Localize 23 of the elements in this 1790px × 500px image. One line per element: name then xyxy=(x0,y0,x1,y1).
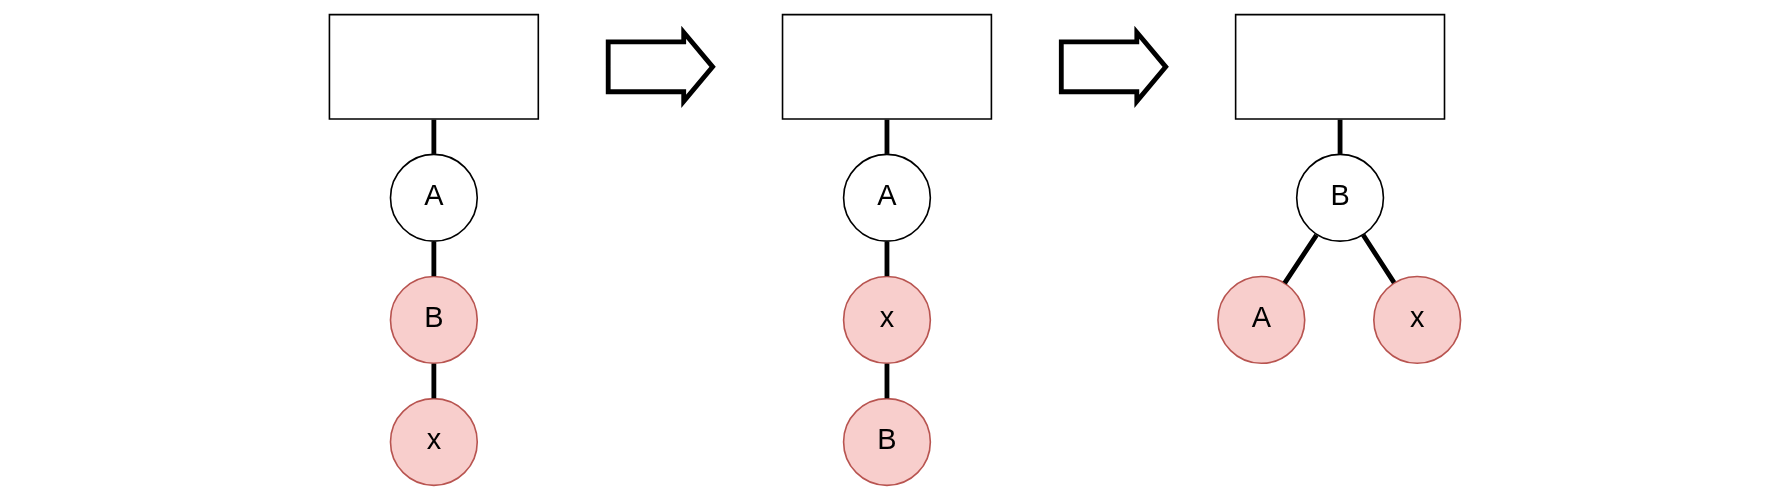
node-circle: x xyxy=(842,275,932,365)
connector xyxy=(431,241,437,277)
connector xyxy=(1361,233,1397,284)
connector xyxy=(884,119,890,154)
node-circle: B xyxy=(389,275,479,365)
connector xyxy=(431,363,437,399)
node-box xyxy=(781,13,993,120)
node-circle: x xyxy=(1373,275,1462,365)
node-box xyxy=(328,13,540,120)
connector xyxy=(431,119,437,154)
connector xyxy=(1282,233,1319,285)
node-circle: A xyxy=(389,153,479,242)
connector xyxy=(884,363,890,399)
node-circle: A xyxy=(1217,275,1306,365)
node-circle: B xyxy=(842,397,932,487)
node-arrow xyxy=(605,25,716,108)
node-circle: A xyxy=(842,153,932,242)
node-circle: x xyxy=(389,397,479,487)
node-box xyxy=(1234,13,1446,120)
connector xyxy=(884,241,890,277)
connector xyxy=(1337,119,1343,154)
node-circle: B xyxy=(1295,153,1385,242)
node-arrow xyxy=(1058,25,1169,108)
